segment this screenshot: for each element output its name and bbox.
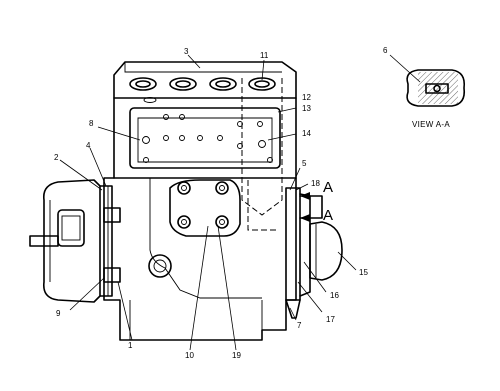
callout-18: 18: [311, 179, 320, 188]
callout-15: 15: [359, 268, 368, 277]
callout-19: 19: [232, 351, 241, 360]
callout-3: 3: [184, 47, 189, 56]
callout-2: 2: [54, 153, 59, 162]
front-adapter: [169, 179, 241, 237]
section-mark-a-upper: A: [323, 179, 333, 196]
section-arrows: [299, 192, 323, 222]
callout-17: 17: [326, 315, 335, 324]
callout-9: 9: [56, 309, 61, 318]
callout-14: 14: [302, 129, 311, 138]
callout-4: 4: [86, 141, 91, 150]
view-a-a-label: VIEW A-A: [412, 120, 450, 129]
callout-8: 8: [89, 119, 94, 128]
callout-13: 13: [302, 104, 311, 113]
engine-block: [103, 97, 297, 341]
left-pump: [29, 179, 121, 303]
view-a-a-detail: [406, 69, 466, 107]
callout-6: 6: [383, 46, 388, 55]
callout-7: 7: [297, 321, 302, 330]
hidden-lines: [241, 78, 283, 231]
callout-1: 1: [128, 341, 133, 350]
callout-10: 10: [185, 351, 194, 360]
callout-11: 11: [260, 51, 269, 60]
callout-12: 12: [302, 93, 311, 102]
callout-5: 5: [302, 159, 307, 168]
callout-16: 16: [330, 291, 339, 300]
section-mark-a-lower: A: [323, 207, 333, 224]
cylinder-head: [113, 61, 297, 103]
leader-lines: [59, 54, 421, 351]
